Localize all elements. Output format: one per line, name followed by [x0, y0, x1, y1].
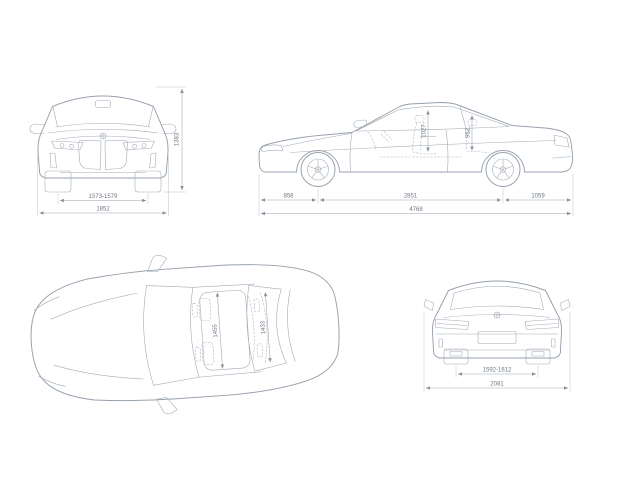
rear-car-body-outline: [431, 280, 563, 359]
rear-window: [450, 285, 544, 310]
front-seat-headrest: [414, 115, 425, 123]
rear-roundel-icon: [493, 311, 501, 319]
brand-roundel-icon: [99, 132, 107, 140]
dim-line-rear-interior-width: [263, 292, 272, 363]
rear-wheels: [443, 348, 551, 365]
rear-bumper-details: [435, 331, 559, 357]
dim-label-front-track: 1573-1579: [89, 194, 118, 200]
front-bumper-details: [49, 152, 157, 173]
rear-view-dimensions: 1592-1612 2081: [423, 312, 571, 392]
front-view: 1383 1573-1579 1852: [29, 86, 186, 217]
side-car-body-outline: [258, 102, 574, 173]
dim-label-rear-overhang: 1059: [531, 194, 545, 200]
dim-label-rear-interior-width: 1433: [260, 320, 267, 334]
top-view: 1455 1433: [30, 255, 340, 414]
dim-label-wheelbase: 2851: [404, 194, 418, 200]
front-car-body-outline: [37, 95, 169, 179]
top-side-mirrors: [147, 255, 178, 414]
rear-side-mirrors: [423, 299, 571, 311]
dim-label-front-headroom: 1027: [422, 124, 428, 138]
top-seats: [191, 292, 268, 365]
front-headlights: [51, 140, 155, 151]
front-side-mirrors: [29, 123, 177, 134]
dim-label-overall-height: 1383: [175, 132, 181, 146]
top-car-body-outline: [30, 264, 340, 402]
side-view: 1027 952 858 2851 1059 4768: [258, 102, 574, 217]
dim-label-rear-track: 1592-1612: [483, 368, 512, 374]
side-body-details: [260, 129, 571, 173]
dim-label-overall-length: 4768: [409, 207, 423, 213]
front-view-dimensions: 1383 1573-1579 1852: [37, 86, 186, 217]
license-plate-recess: [477, 331, 517, 344]
dim-label-front-interior-width: 1455: [212, 323, 219, 337]
side-front-wheel: [300, 152, 336, 187]
top-roof-panel: [199, 289, 251, 371]
dim-label-overall-width-mirrors: 2081: [490, 382, 504, 388]
dim-label-rear-headroom: 952: [466, 127, 472, 138]
side-rear-wheel: [485, 152, 521, 187]
side-interior-dimensions: 1027 952: [422, 110, 474, 152]
rear-view: 1592-1612 2081: [423, 280, 571, 392]
side-view-dimensions: 858 2851 1059 4768: [258, 174, 574, 217]
top-interior-dimensions: 1455 1433: [212, 292, 272, 369]
dim-line-front-interior-width: [215, 292, 225, 369]
rear-taillights: [435, 318, 559, 330]
side-mirror: [353, 119, 368, 128]
kidney-grille: [78, 140, 128, 170]
top-glass-lines: [143, 283, 296, 386]
front-wheels: [44, 170, 162, 193]
side-glasshouse: [353, 105, 510, 132]
dim-label-front-overhang: 858: [283, 194, 294, 200]
rearview-mirror: [95, 100, 111, 108]
dim-label-overall-width: 1852: [96, 207, 110, 213]
top-hood-lines: [33, 292, 144, 387]
front-windshield: [52, 100, 154, 128]
